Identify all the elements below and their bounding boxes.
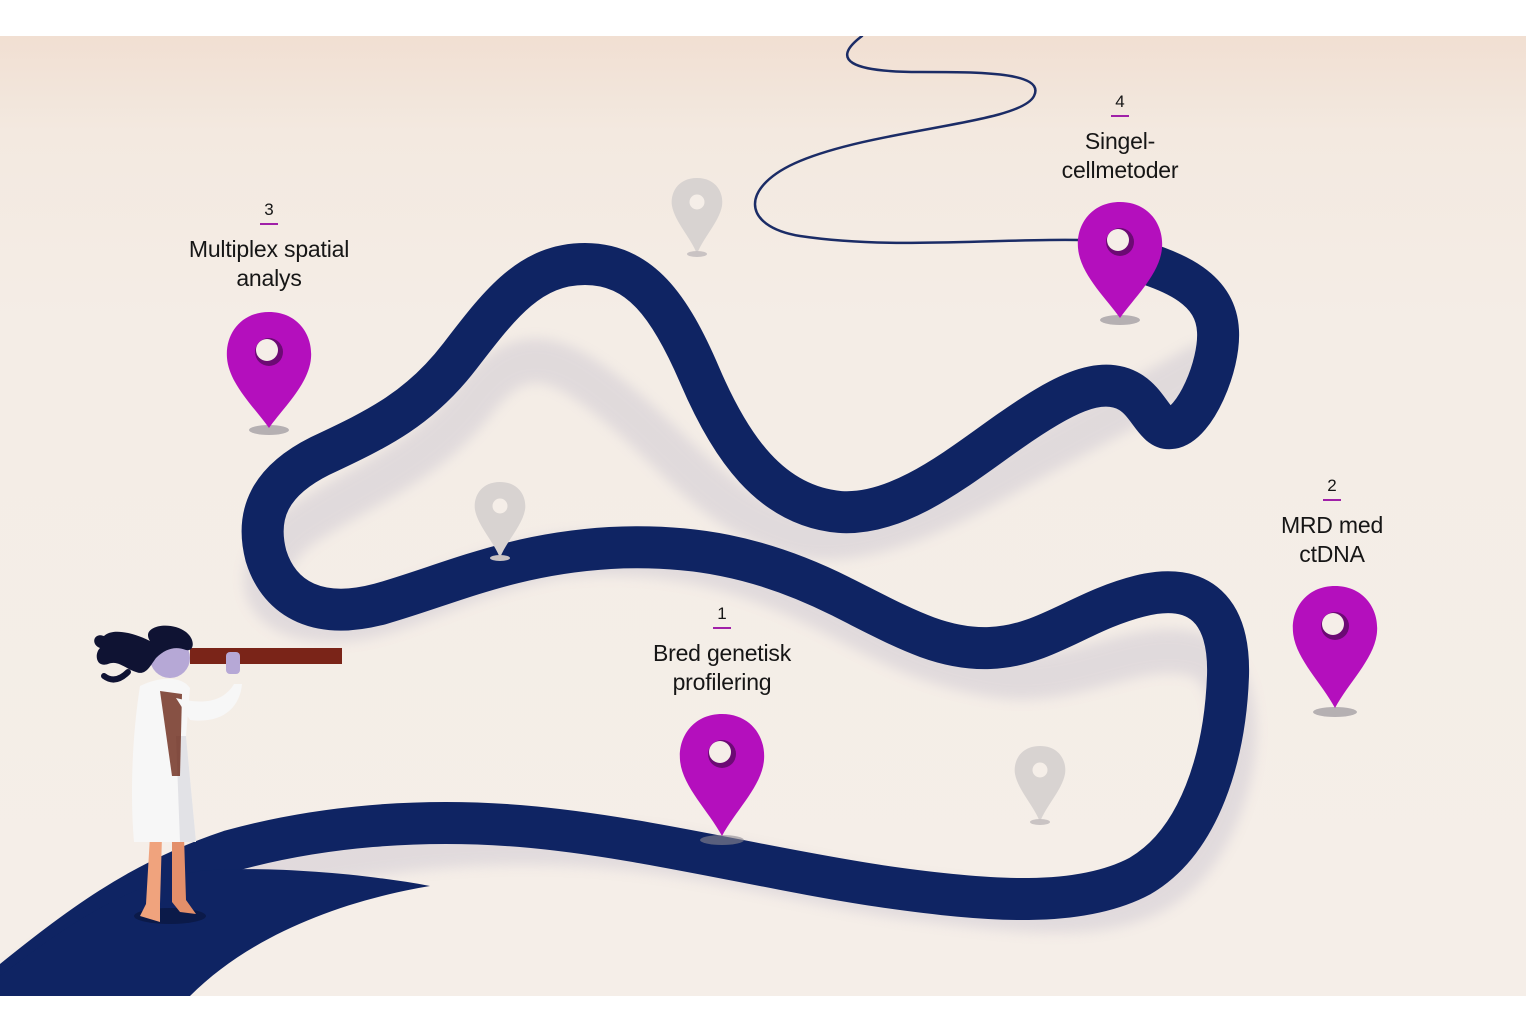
milestone-title: Bred genetisk profilering: [652, 640, 792, 695]
road-foreground: [0, 869, 430, 996]
milestone-title: MRD med ctDNA: [1280, 512, 1384, 567]
roadmap-scene: 1 Bred genetisk profilering 2 MRD med ct…: [0, 36, 1526, 996]
location-pin-icon-4: [1077, 202, 1163, 325]
inactive-pin: [474, 482, 526, 561]
location-pin-icon-1: [679, 714, 765, 845]
milestone-number: 4: [1111, 92, 1129, 117]
milestone-title: Singel-cellmetoder: [1061, 128, 1179, 183]
milestone-label-1: 1 Bred genetisk profilering: [592, 604, 852, 697]
inactive-pin: [671, 178, 723, 257]
milestone-label-4: 4 Singel-cellmetoder: [990, 92, 1250, 185]
inactive-pin: [1014, 746, 1066, 825]
location-pin-icon-3: [226, 312, 312, 435]
milestone-number: 2: [1323, 476, 1341, 501]
milestone-label-2: 2 MRD med ctDNA: [1202, 476, 1462, 569]
milestone-label-3: 3 Multiplex spatial analys: [139, 200, 399, 293]
milestone-title: Multiplex spatial analys: [188, 236, 350, 291]
milestone-number: 3: [260, 200, 278, 225]
milestone-number: 1: [713, 604, 731, 629]
location-pin-icon-2: [1292, 586, 1378, 717]
roadmap-illustration: [0, 36, 1378, 996]
road-path: [0, 235, 1250, 996]
distant-trail: [754, 36, 1122, 245]
scientist-with-telescope-icon: [94, 625, 342, 924]
